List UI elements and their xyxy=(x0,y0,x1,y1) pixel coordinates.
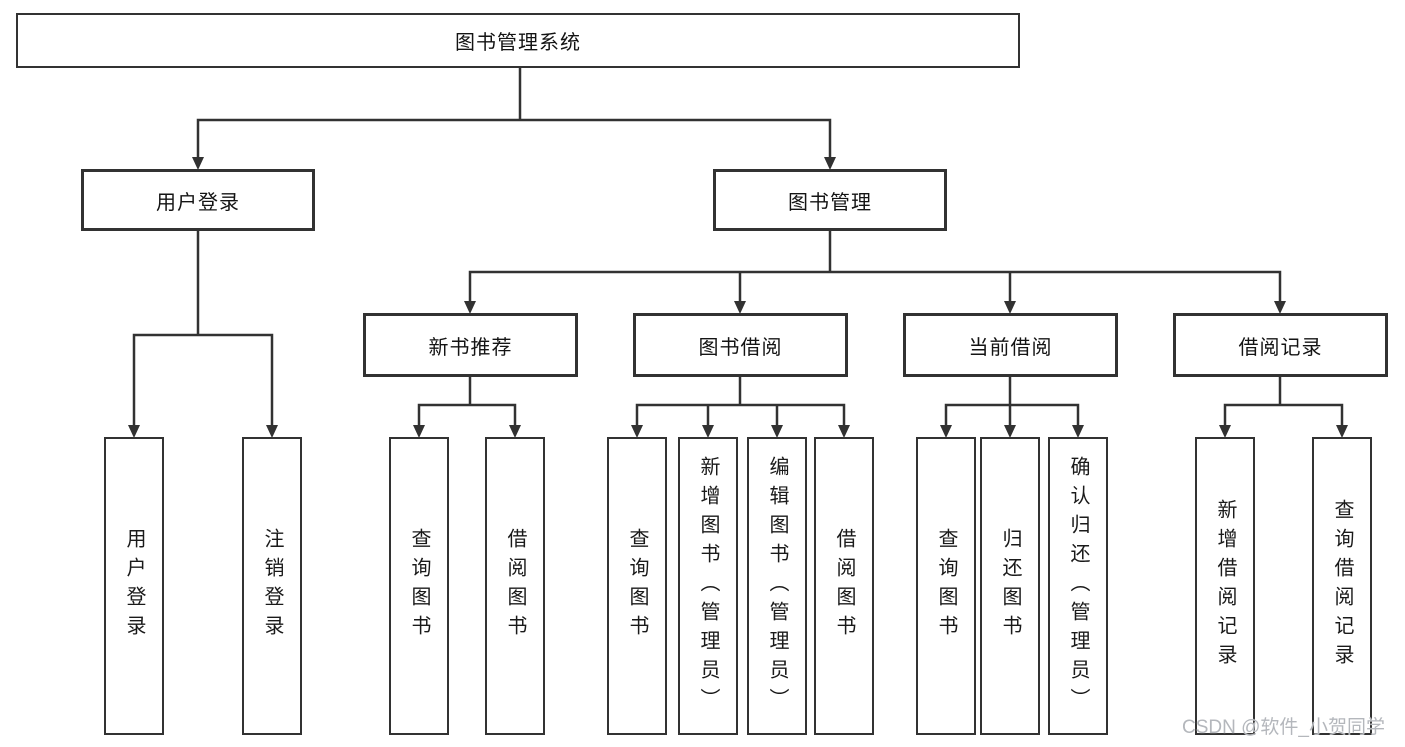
node-label: 图书借阅 xyxy=(698,336,783,359)
node-current-borrowing: 当前借阅 xyxy=(903,313,1118,377)
leaf-query-books-borrow: 查询图书 xyxy=(607,437,667,735)
node-label: 查询图书 xyxy=(408,528,430,644)
node-label: 图书管理 xyxy=(788,191,872,214)
node-label: 新增图书（管理员） xyxy=(697,455,719,717)
node-label: 用户登录 xyxy=(156,191,240,214)
leaf-query-borrow-record: 查询借阅记录 xyxy=(1312,437,1372,735)
leaf-return-book: 归还图书 xyxy=(980,437,1040,735)
node-label: 归还图书 xyxy=(999,528,1021,644)
node-label: 编辑图书（管理员） xyxy=(766,455,788,717)
node-book-management: 图书管理 xyxy=(713,169,947,231)
node-label: 当前借阅 xyxy=(968,336,1053,359)
arrowheads xyxy=(128,157,1348,438)
node-book-borrowing: 图书借阅 xyxy=(633,313,848,377)
leaf-add-borrow-record: 新增借阅记录 xyxy=(1195,437,1255,735)
node-user-login: 用户登录 xyxy=(81,169,315,231)
node-label: 确认归还（管理员） xyxy=(1067,455,1089,717)
node-label: 借阅图书 xyxy=(833,528,855,644)
node-label: 图书管理系统 xyxy=(455,32,581,54)
node-library-system: 图书管理系统 xyxy=(16,13,1020,68)
node-label: 查询图书 xyxy=(935,528,957,644)
csdn-watermark: CSDN @软件_小贺同学 xyxy=(1182,717,1385,738)
leaf-query-books-current: 查询图书 xyxy=(916,437,976,735)
node-label: 借阅图书 xyxy=(504,528,526,644)
node-label: 查询图书 xyxy=(626,528,648,644)
leaf-borrow-books-recommend: 借阅图书 xyxy=(485,437,545,735)
leaf-confirm-return-admin: 确认归还（管理员） xyxy=(1048,437,1108,735)
node-label: 用户登录 xyxy=(123,528,145,644)
node-label: 查询借阅记录 xyxy=(1331,499,1353,673)
leaf-add-book-admin: 新增图书（管理员） xyxy=(678,437,738,735)
leaf-edit-book-admin: 编辑图书（管理员） xyxy=(747,437,807,735)
node-label: 新增借阅记录 xyxy=(1214,499,1236,673)
node-new-book-recommend: 新书推荐 xyxy=(363,313,578,377)
node-label: 新书推荐 xyxy=(428,336,513,359)
leaf-borrow-books: 借阅图书 xyxy=(814,437,874,735)
leaf-logout: 注销登录 xyxy=(242,437,302,735)
node-label: 注销登录 xyxy=(261,528,283,644)
leaf-user-login: 用户登录 xyxy=(104,437,164,735)
leaf-query-books-recommend: 查询图书 xyxy=(389,437,449,735)
node-label: 借阅记录 xyxy=(1238,336,1323,359)
node-borrowing-records: 借阅记录 xyxy=(1173,313,1388,377)
